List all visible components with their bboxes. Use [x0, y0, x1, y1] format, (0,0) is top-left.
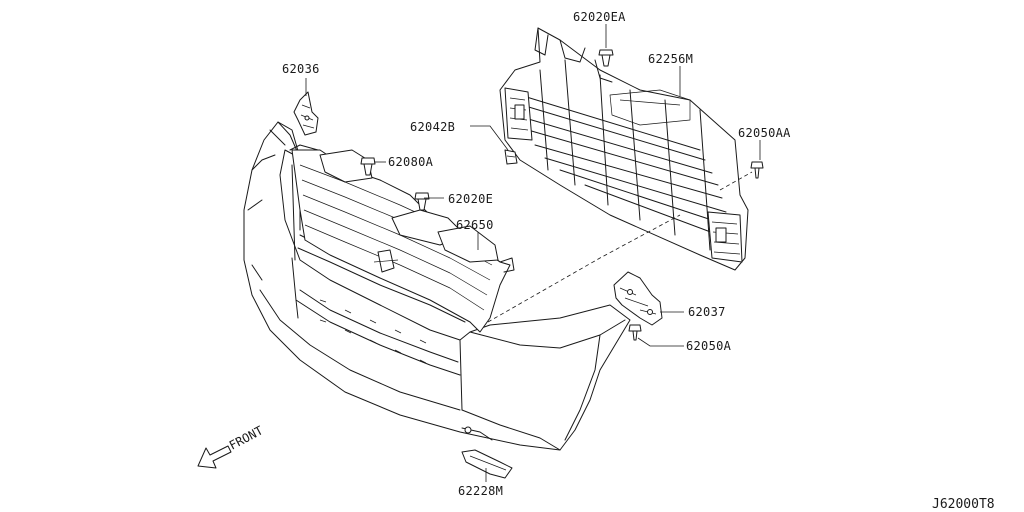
label-62050AA: 62050AA — [738, 126, 791, 140]
front-label: FRONT — [227, 423, 265, 452]
label-62050A: 62050A — [686, 339, 732, 353]
bracket-62037 — [613, 271, 663, 326]
grille-reinforcement-62256M — [499, 27, 749, 271]
alignment-dashed-line-2 — [719, 171, 753, 191]
clip-62042B — [504, 149, 518, 165]
alignment-dashed-line-1 — [487, 214, 681, 323]
screw-62050AA — [750, 161, 764, 179]
label-62037: 62037 — [688, 305, 726, 319]
label-62080A: 62080A — [388, 155, 434, 169]
screw-62050A — [628, 324, 642, 341]
label-62020EA: 62020EA — [573, 10, 626, 24]
leader-lines — [305, 24, 761, 482]
bracket-62036 — [293, 91, 319, 136]
label-62042B: 62042B — [410, 120, 455, 134]
label-62036: 62036 — [282, 62, 320, 76]
diagram-id: J62000T8 — [932, 497, 995, 512]
label-62020E: 62020E — [448, 192, 493, 206]
grille-62650 — [289, 144, 515, 333]
clip-62080A — [360, 157, 376, 176]
trim-62228M — [461, 449, 513, 479]
front-direction-arrow — [197, 445, 232, 469]
clip-62020E — [414, 192, 430, 211]
label-62650: 62650 — [456, 218, 494, 232]
clip-62020EA — [598, 49, 614, 67]
label-62228M: 62228M — [458, 484, 503, 498]
label-62256M: 62256M — [648, 52, 693, 66]
